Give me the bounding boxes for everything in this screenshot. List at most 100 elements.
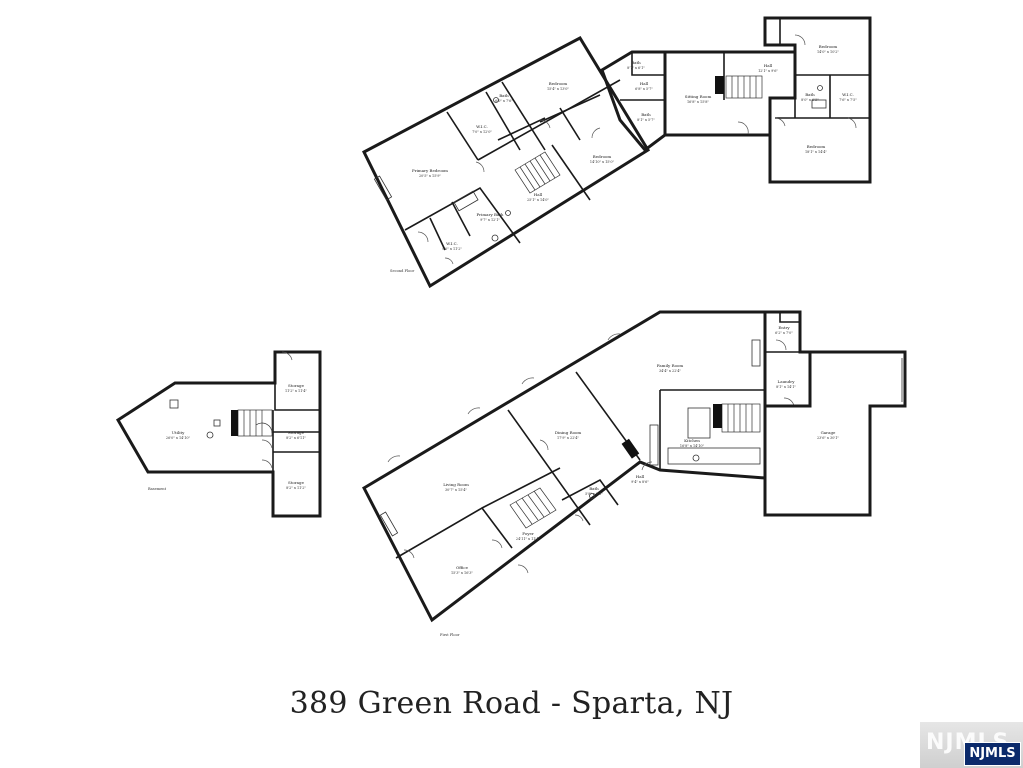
room-name: W.I.C. bbox=[476, 124, 488, 129]
room-name: Bath bbox=[499, 93, 509, 98]
room-dims: 26'0" x 14'10" bbox=[166, 436, 191, 440]
room-name: Utility bbox=[172, 430, 185, 435]
room-name: W.I.C. bbox=[842, 92, 854, 97]
room-dims: 6'8" x 5'7" bbox=[635, 87, 653, 91]
room-dims: 18'1" x 14'4" bbox=[805, 150, 827, 154]
water-heater-fixture bbox=[206, 431, 214, 439]
door-swing bbox=[774, 117, 786, 127]
floor-label: First Floor bbox=[440, 633, 460, 637]
wall bbox=[497, 117, 546, 141]
vanity-fixture bbox=[811, 99, 827, 109]
room-dims: 14'10" x 15'0" bbox=[590, 160, 615, 164]
french-door bbox=[387, 455, 401, 463]
room-dims: 14'0" x 10'2" bbox=[817, 50, 839, 54]
wall bbox=[404, 186, 521, 244]
room-dims: 8'7" x 6'1" bbox=[627, 66, 645, 70]
basement-chimney bbox=[231, 410, 238, 436]
door-swing bbox=[517, 564, 529, 574]
kitchen-counter bbox=[667, 447, 761, 465]
wall bbox=[559, 107, 581, 141]
toilet-fixture bbox=[493, 97, 499, 103]
wall bbox=[395, 506, 513, 559]
wall bbox=[631, 52, 665, 76]
second-floor-east-wing-outline bbox=[763, 16, 872, 184]
room-name: Hall bbox=[640, 81, 649, 86]
first-floor-main-outline bbox=[362, 310, 767, 623]
toilet-fixture bbox=[589, 493, 595, 499]
room-name: Bedroom bbox=[593, 154, 612, 159]
room-dims: 7'6" x 7'5" bbox=[839, 98, 857, 102]
room-dims: 6'2" x 7'0" bbox=[775, 331, 793, 335]
floor-label: Basement bbox=[148, 487, 167, 491]
kitchen-counter-side bbox=[649, 424, 659, 466]
door-swing bbox=[444, 257, 454, 265]
basement-outline bbox=[115, 350, 322, 518]
room-name: Kitchen bbox=[684, 438, 700, 443]
room-name: Sitting Room bbox=[685, 94, 712, 99]
room-name: Primary Bath bbox=[476, 212, 503, 217]
room-dims: 8'1" x 5'7" bbox=[637, 118, 655, 122]
door-swing bbox=[591, 127, 601, 139]
room-name: Bath bbox=[641, 112, 651, 117]
floor-label: Second Floor bbox=[390, 269, 414, 273]
room-dims: 25'1" x 14'0" bbox=[527, 198, 549, 202]
first-floor-plan: Living Room 30'7" x 15'4" Dining Room 17… bbox=[362, 310, 907, 637]
second-floor-west-wing-outline bbox=[362, 36, 651, 289]
room-name: Bedroom bbox=[819, 44, 838, 49]
first-floor-stairs bbox=[509, 487, 557, 529]
garage-outline bbox=[763, 350, 907, 517]
wall bbox=[551, 144, 591, 201]
utility-fixture bbox=[169, 399, 179, 409]
family-fireplace-hearth bbox=[751, 339, 761, 367]
wall bbox=[477, 79, 621, 161]
room-name: Primary Bedroom bbox=[412, 168, 448, 173]
wall bbox=[481, 467, 561, 509]
toilet-fixture bbox=[817, 85, 823, 91]
basement-plan: Utility 26'0" x 14'10" Storage 11'2" x 1… bbox=[115, 350, 322, 518]
door-swing bbox=[574, 514, 584, 522]
room-name: Laundry bbox=[778, 379, 796, 384]
wall bbox=[501, 81, 546, 151]
wall bbox=[429, 217, 446, 251]
room-dims: 15'4" x 13'0" bbox=[547, 87, 569, 91]
room-name: Bedroom bbox=[807, 144, 826, 149]
utility-fixture bbox=[213, 419, 221, 427]
room-name: Bath bbox=[805, 92, 815, 97]
fireplace bbox=[715, 76, 724, 94]
french-door bbox=[607, 333, 621, 341]
door-swing bbox=[539, 439, 549, 451]
room-dims: 23'6" x 30'1" bbox=[817, 436, 839, 440]
door-swing bbox=[491, 539, 503, 549]
room-name: Bath bbox=[631, 60, 641, 65]
room-dims: 20'5" x 15'9" bbox=[419, 174, 441, 178]
room-dims: 16'8" x 14'10" bbox=[680, 444, 705, 448]
room-name: Hall bbox=[764, 63, 773, 68]
french-door bbox=[521, 377, 535, 385]
kitchen-island bbox=[687, 407, 711, 439]
door-swing bbox=[417, 231, 429, 243]
room-dims: 8'1" x 14'1" bbox=[776, 385, 796, 389]
room-name: Storage bbox=[288, 480, 305, 485]
room-dims: 9'0" x 11'2" bbox=[442, 247, 462, 251]
room-dims: 15'3" x 16'3" bbox=[451, 571, 473, 575]
room-dims: 24'11" x 11'4" bbox=[516, 537, 541, 541]
room-name: W.I.C. bbox=[446, 241, 458, 246]
room-dims: 34'4" x 22'4" bbox=[659, 369, 681, 373]
door-swing bbox=[281, 351, 293, 361]
room-name: Bath bbox=[589, 486, 599, 491]
kitchen-stairs bbox=[721, 403, 761, 433]
door-swing bbox=[794, 34, 806, 46]
second-floor-stairs-center bbox=[725, 75, 763, 99]
second-floor-stairs bbox=[514, 151, 561, 194]
room-dims: 6'0" x 7'6" bbox=[495, 99, 513, 103]
room-name: Bedroom bbox=[549, 81, 568, 86]
door-swing bbox=[261, 439, 273, 449]
wall bbox=[561, 478, 619, 506]
dining-fireplace bbox=[621, 438, 640, 459]
room-name: Storage bbox=[288, 383, 305, 388]
door-swing bbox=[737, 121, 749, 135]
room-name: Entry bbox=[778, 325, 790, 330]
room-dims: 8'0" x 6'5" bbox=[801, 98, 819, 102]
toilet-fixture bbox=[491, 234, 499, 242]
